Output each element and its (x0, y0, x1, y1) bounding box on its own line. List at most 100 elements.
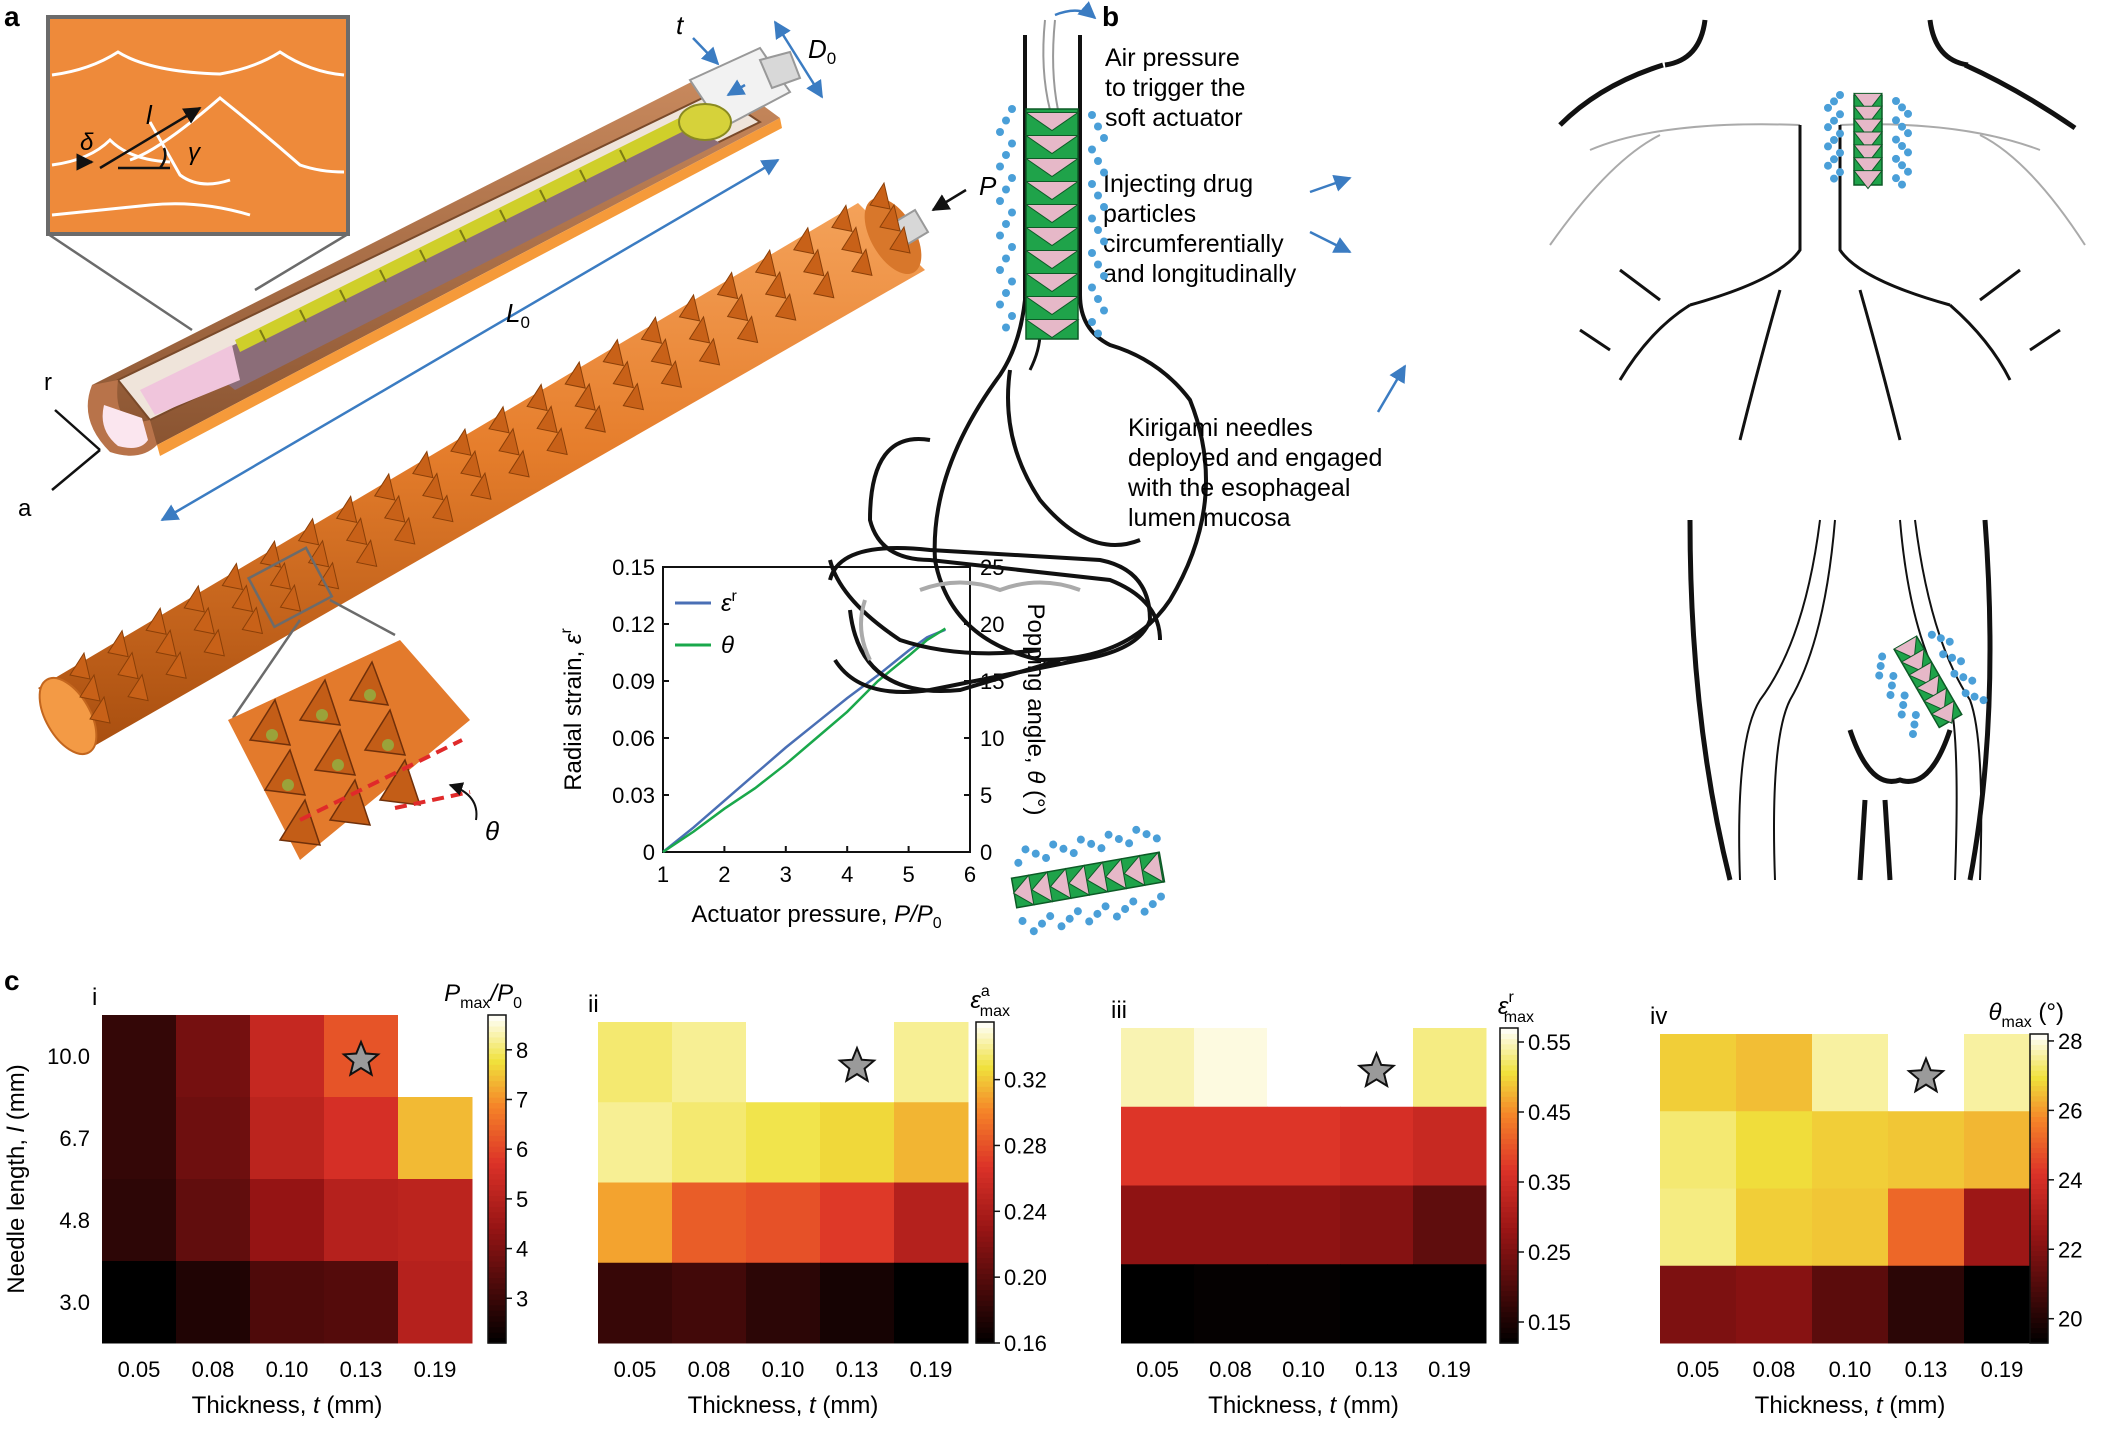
kirigami-spike (698, 337, 721, 366)
colorbar-segment (976, 1209, 994, 1216)
colorbar-segment (976, 1230, 994, 1237)
kirigami-spike (869, 181, 891, 210)
colorbar-segment (976, 1246, 994, 1253)
colorbar-segment (1500, 1185, 1518, 1192)
x-axis-label: Thickness, t (mm) (1208, 1392, 1399, 1419)
heatmap-cell (1964, 1111, 2041, 1189)
colorbar-segment (488, 1053, 506, 1060)
colorbar-segment (2030, 1219, 2048, 1226)
x-tick-label: 0.05 (1136, 1357, 1179, 1382)
heatmap-cell (1267, 1106, 1341, 1186)
colorbar-segment (976, 1166, 994, 1173)
colorbar-segment (976, 1310, 994, 1317)
colorbar-tick-label: 7 (516, 1087, 528, 1112)
kirigami-spike (470, 471, 492, 500)
kirigami-spike (736, 315, 759, 344)
colorbar-segment (976, 1316, 994, 1323)
colorbar-tick-label: 0.16 (1004, 1331, 1047, 1356)
kirigami-spike (678, 293, 701, 322)
colorbar-segment (976, 1273, 994, 1280)
heatmap-cell (1736, 1265, 1813, 1344)
colorbar-segment (976, 1155, 994, 1162)
colorbar-segment (488, 1282, 506, 1289)
kirigami-spike (754, 248, 777, 277)
axis-r-label: r (44, 369, 52, 396)
colorbar-segment (1500, 1217, 1518, 1223)
colorbar-segment (1500, 1295, 1518, 1302)
heatmap-label: iv (1650, 1003, 1667, 1030)
colorbar-segment (1500, 1322, 1518, 1328)
legs-outline (1687, 519, 1993, 881)
kirigami-spike (841, 226, 863, 255)
colorbar-segment (2030, 1167, 2048, 1174)
colorbar-tick-label: 26 (2058, 1098, 2082, 1123)
kirigami-spike (117, 651, 139, 680)
callout-kirigami-4: lumen mucosa (1128, 504, 1291, 532)
y-right-tick-label: 5 (980, 783, 992, 808)
kirigami-spike (432, 494, 454, 523)
colorbar-segment (1500, 1117, 1518, 1124)
heatmap-cell (1121, 1106, 1195, 1186)
colorbar-segment (976, 1118, 994, 1125)
heatmap-cell (1340, 1106, 1414, 1186)
kirigami-spike (79, 673, 101, 702)
heatmap-cell (398, 1015, 473, 1098)
leg-vessels (1738, 519, 1983, 881)
colorbar-segment (2030, 1286, 2048, 1293)
colorbar-segment (2030, 1034, 2048, 1040)
colorbar-frame (2029, 1033, 2049, 1344)
colorbar-tick-label: 20 (2058, 1307, 2082, 1332)
panel-letter-a: a (4, 1, 20, 32)
heatmap-cell (894, 1102, 969, 1183)
colorbar-segment (976, 1038, 994, 1044)
colorbar-segment (1500, 1337, 1518, 1344)
panel-b-callouts: Air pressure to trigger the soft actuato… (1103, 44, 1382, 532)
kirigami-spike (279, 583, 302, 612)
colorbar-segment (488, 1217, 506, 1224)
colorbar-segment (2030, 1281, 2048, 1287)
colorbar-segment (2030, 1193, 2048, 1200)
colorbar-segment (488, 1146, 506, 1153)
colorbar-segment (1500, 1327, 1518, 1334)
colorbar-segment (1500, 1085, 1518, 1092)
colorbar-segment (976, 1236, 994, 1242)
actuator-leg-vessel (1875, 630, 1988, 738)
colorbar-segment (2030, 1178, 2048, 1184)
panel-letter-b: b (1102, 1, 1119, 32)
heatmap-cell (1660, 1034, 1737, 1112)
callout-inject-1: Injecting drug (1103, 170, 1253, 198)
inset-gamma-symbol: γ (188, 139, 202, 166)
colorbar-segment (976, 1107, 994, 1114)
colorbar-tick-label: 3 (516, 1286, 528, 1311)
callout-kirigami-1: Kirigami needles (1128, 414, 1313, 442)
colorbar-segment (976, 1219, 994, 1226)
actuator-colon (1010, 825, 1166, 936)
callout-kirigami-3: with the esophageal (1127, 474, 1350, 502)
kirigami-spike (422, 472, 444, 501)
colorbar-segment (488, 1304, 506, 1311)
colorbar-segment (2030, 1142, 2048, 1148)
panel-a-illustration: δ l γ (18, 10, 997, 860)
colorbar-segment (2030, 1224, 2048, 1231)
colorbar-segment (976, 1241, 994, 1248)
y-axis-label: Needle length, l (mm) (3, 1064, 30, 1293)
colorbar-segment (976, 1150, 994, 1157)
colorbar-segment (976, 1193, 994, 1200)
colorbar-segment (488, 1266, 506, 1273)
colorbar-segment (2030, 1085, 2048, 1092)
heatmap-cell (1888, 1188, 1965, 1267)
colorbar-segment (1500, 1180, 1518, 1187)
colorbar-segment (2030, 1265, 2048, 1272)
colorbar-segment (1500, 1159, 1518, 1166)
kirigami-spike (831, 204, 853, 233)
heatmap-cell (398, 1261, 473, 1344)
colorbar-segment (976, 1075, 994, 1082)
inset-zoom-box (46, 15, 350, 236)
colorbar-segment (488, 1140, 506, 1147)
dim-P-label: P (979, 171, 997, 201)
colorbar-segment (1500, 1211, 1518, 1218)
x-tick-label: 0.05 (118, 1357, 161, 1382)
y-left-tick-label: 0.06 (612, 726, 655, 751)
